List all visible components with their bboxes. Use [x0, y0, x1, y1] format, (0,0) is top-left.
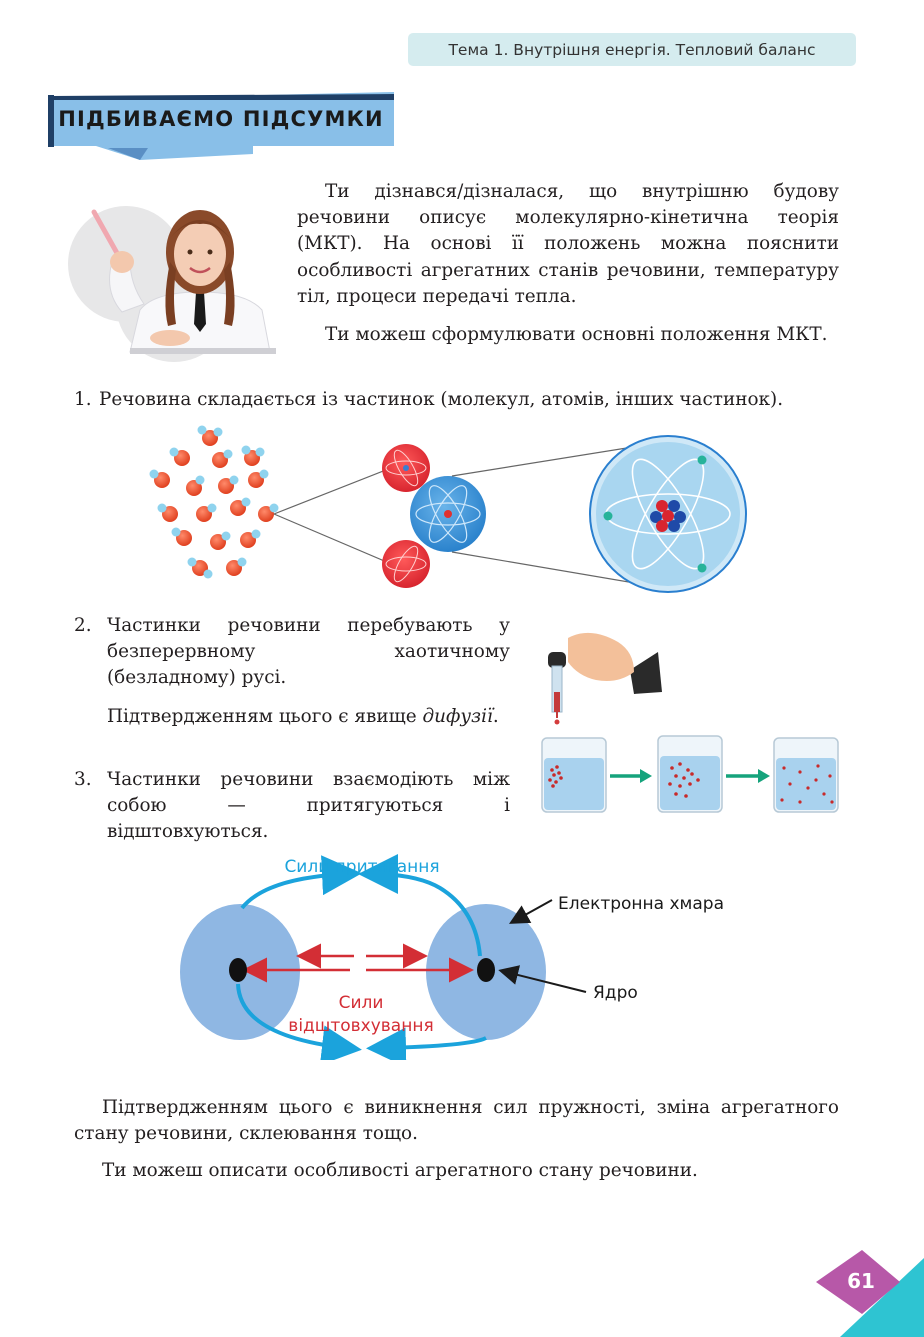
nucleus-pointer: [498, 965, 587, 993]
conclusion-paragraph-1: Підтвердженням цього є виникнення сил пр…: [74, 1097, 839, 1145]
attraction-arrow-bottom-left: [236, 983, 362, 1060]
point-2-confirmation: Підтвердженням цього є явище дифузії.: [107, 706, 499, 727]
point-1-text: Речовина складається із частинок (молеку…: [99, 389, 784, 410]
nucleus-right: [477, 958, 495, 982]
point-2-number: 2.: [74, 615, 92, 636]
enlarged-molecule: [382, 444, 486, 588]
chapter-header: Тема 1. Внутрішня енергія. Тепловий бала…: [408, 33, 856, 66]
attraction-arrow-bottom-right: [366, 1027, 487, 1060]
repulsion-label-line2: відштовхування: [288, 1016, 433, 1036]
atom-model: [589, 435, 747, 593]
beaker-diffusing: [657, 735, 723, 813]
page-number: 61: [847, 1269, 875, 1293]
diffusion-illustration: [541, 632, 839, 813]
intro-paragraph-2: Ти можеш сформулювати основні положення …: [325, 324, 828, 345]
page-corner-decoration: [816, 1250, 924, 1337]
intro-paragraph-1: Ти дізнався/дізналася, що внутрішню будо…: [297, 181, 839, 307]
hand-with-dropper: [548, 632, 662, 725]
nucleus-left: [229, 958, 247, 982]
banner-ribbon: [48, 92, 394, 160]
cloud-pointer: [509, 899, 553, 924]
point-2-text: Частинки речовини перебувають у безперер…: [107, 615, 510, 689]
forces-diagram: Сили притягання Сили відштовхування Елек…: [180, 854, 724, 1060]
banner-title: ПІДБИВАЄМО ПІДСУМКИ: [58, 107, 384, 131]
section-banner: ПІДБИВАЄМО ПІДСУМКИ: [48, 92, 408, 167]
conclusion-paragraph-2: Ти можеш описати особливості агрегатного…: [102, 1160, 698, 1181]
atom-nucleus: [650, 500, 686, 532]
attraction-arc-top-right: [381, 872, 482, 957]
water-molecules-cluster: [149, 425, 279, 579]
beaker-initial: [541, 737, 607, 813]
attraction-arrow-top-left: [240, 855, 362, 910]
cloud-label: Електронна хмара: [558, 894, 724, 914]
point-3-text: Частинки речовини взаємодіють між собою …: [107, 769, 510, 843]
beaker-mixed: [773, 737, 839, 813]
repulsion-label-line1: Сили: [339, 993, 384, 1013]
point-1-number: 1.: [74, 389, 92, 410]
point-3-number: 3.: [74, 769, 92, 790]
nucleus-label: Ядро: [593, 983, 638, 1003]
attraction-label: Сили притягання: [284, 857, 439, 877]
particles-illustration: [149, 425, 747, 593]
student-illustration: [68, 206, 276, 362]
